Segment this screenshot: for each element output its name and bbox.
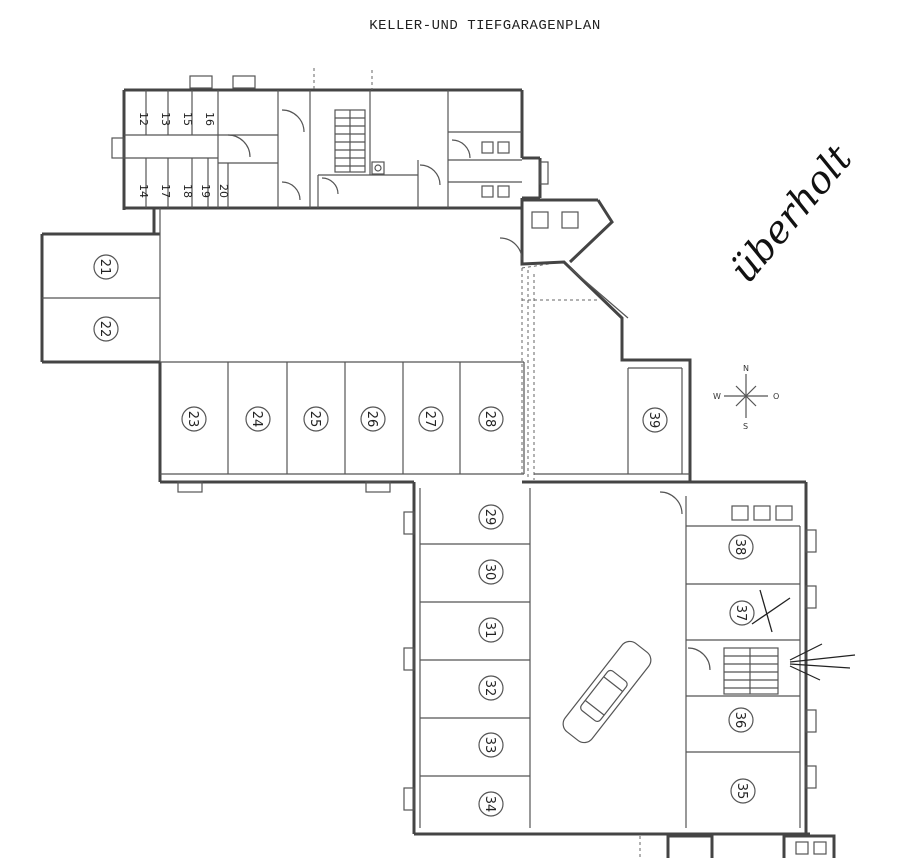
storage-cell-label: 13 <box>159 112 172 126</box>
parking-space-number: 34 <box>482 796 497 813</box>
garage-walls <box>40 198 836 858</box>
compass-rose: N S W O <box>713 364 779 431</box>
compass-north-label: N <box>743 364 749 373</box>
storage-cell-label: 17 <box>159 184 172 198</box>
car-drawing <box>562 640 652 744</box>
parking-space-number: 39 <box>646 412 661 429</box>
storage-cell-label: 18 <box>181 184 194 198</box>
hand-marks <box>751 589 856 681</box>
parking-space-number: 28 <box>482 411 497 428</box>
handwritten-note: überholt <box>721 136 861 291</box>
storage-cell-label: 15 <box>181 112 194 126</box>
compass-west-label: W <box>713 392 721 401</box>
parking-space-markers: 21 22 23 24 25 26 27 28 29 30 31 32 33 3… <box>93 254 756 817</box>
parking-space-number: 26 <box>364 411 379 428</box>
parking-space-number: 32 <box>482 680 497 697</box>
plan-title: KELLER-UND TIEFGARAGENPLAN <box>369 18 601 34</box>
parking-space-number: 22 <box>97 321 112 338</box>
storage-cell-label: 16 <box>203 112 216 126</box>
parking-space-number: 21 <box>97 259 112 276</box>
parking-space-number: 36 <box>732 712 747 729</box>
parking-space-number: 27 <box>422 411 437 428</box>
parking-space-number: 38 <box>732 539 747 556</box>
parking-space-number: 25 <box>307 411 322 428</box>
storage-cell-label: 12 <box>137 112 150 126</box>
parking-space-number: 35 <box>734 783 749 800</box>
storage-cell-label: 20 <box>217 184 230 198</box>
storage-cell-label: 19 <box>199 184 212 198</box>
storage-cell-label: 14 <box>137 184 150 198</box>
compass-south-label: S <box>743 422 748 431</box>
storage-cell-labels: 12 13 15 16 14 17 18 19 20 <box>137 112 230 198</box>
parking-space-number: 30 <box>482 564 497 581</box>
compass-east-label: O <box>773 392 779 401</box>
upper-building-walls <box>111 68 549 210</box>
parking-space-number: 33 <box>482 737 497 754</box>
parking-space-number: 31 <box>482 622 497 639</box>
parking-space-number: 37 <box>733 605 748 622</box>
parking-space-number: 24 <box>249 411 264 428</box>
parking-space-number: 29 <box>482 509 497 526</box>
parking-space-number: 23 <box>185 411 200 428</box>
